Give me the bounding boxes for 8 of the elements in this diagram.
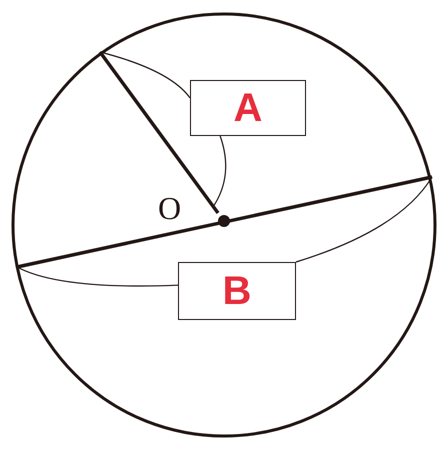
label-box: B bbox=[178, 262, 296, 320]
point-label: O bbox=[158, 192, 182, 224]
leader-line bbox=[100, 51, 190, 98]
leader-line bbox=[212, 136, 226, 207]
leader-line bbox=[16, 266, 178, 287]
label-box: A bbox=[190, 80, 306, 136]
leader-line bbox=[296, 176, 432, 263]
diameter-line bbox=[16, 175, 432, 269]
